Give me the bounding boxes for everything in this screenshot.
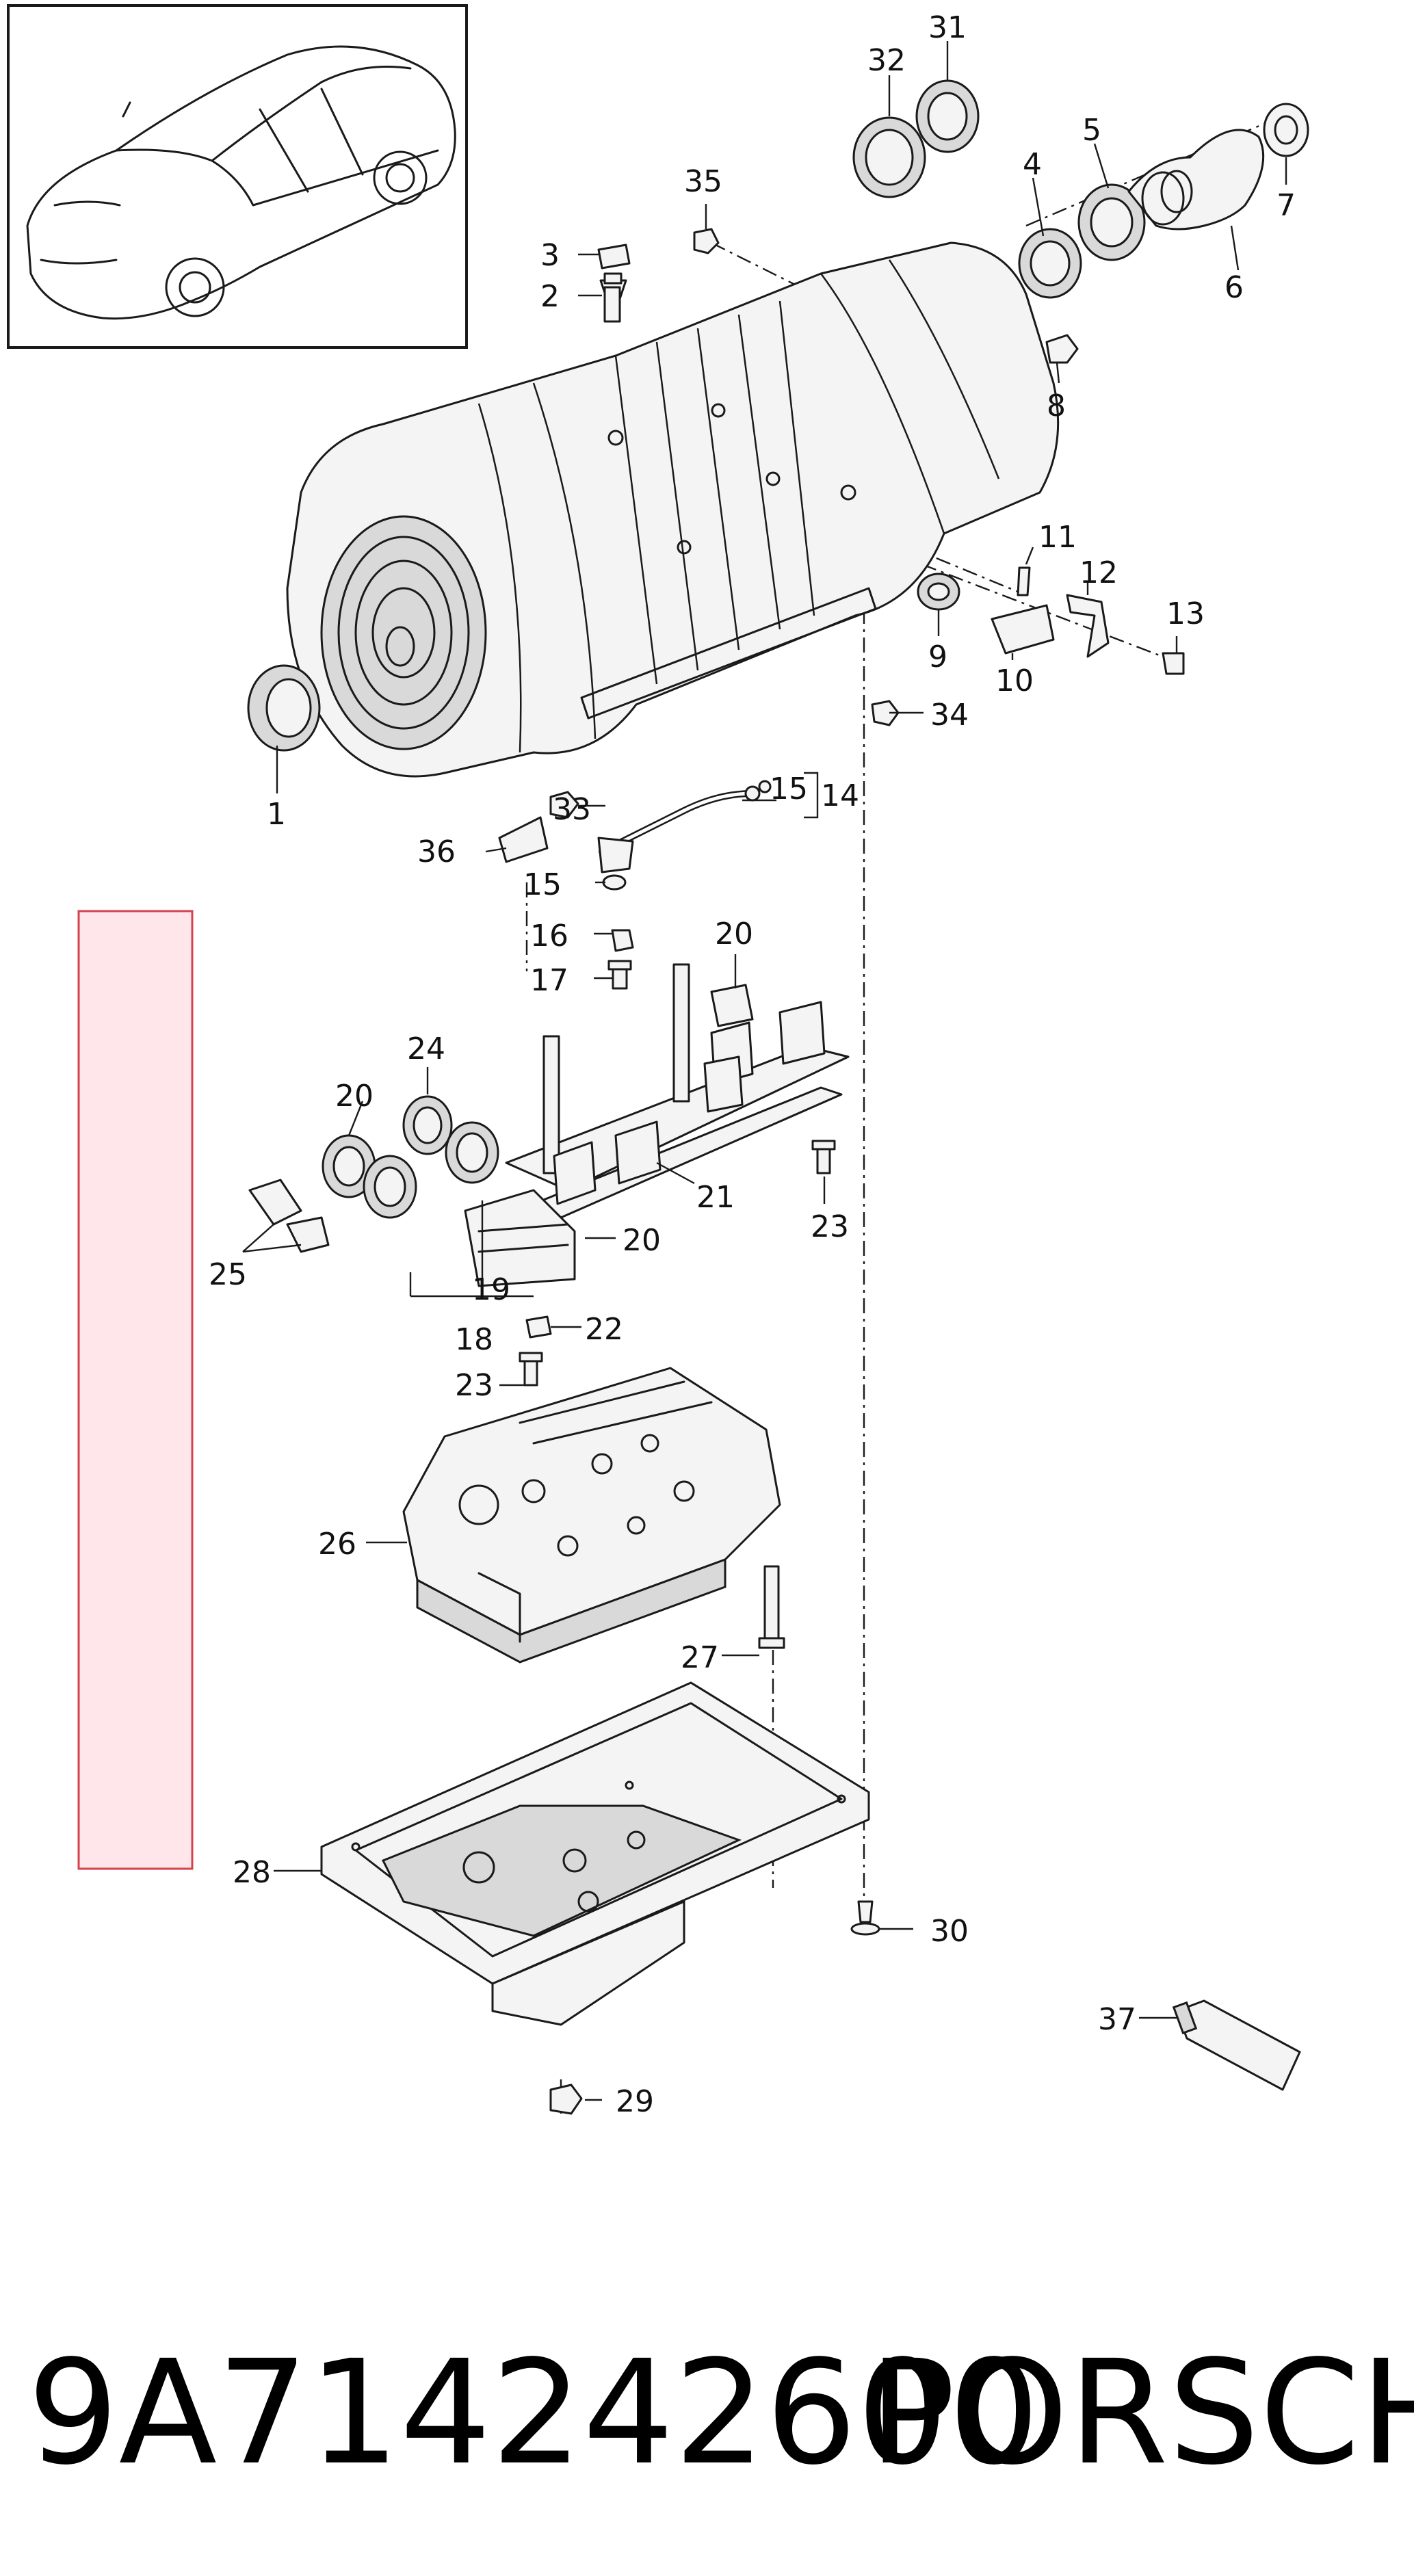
nut-8-35 [693,228,1079,364]
callout-24: 24 [407,1031,445,1066]
callout-11: 11 [1038,520,1077,555]
clips-25 [248,1179,330,1253]
callout-3: 3 [540,238,560,273]
callout-30: 30 [930,1914,969,1949]
callout-19: 19 [472,1272,510,1307]
sealant-tube [1172,1999,1301,2091]
callout-13: 13 [1166,596,1205,631]
bolt-2-3 [597,244,631,323]
callout-36: 36 [417,834,456,869]
clip-16-bolt-17 [607,929,634,990]
callout-20b: 20 [335,1079,374,1114]
callout-1: 1 [267,797,286,832]
bolt-29-30 [549,1900,880,2115]
part-number: 9A714242600 [27,2329,1040,2497]
wiring-harness [322,963,850,1287]
callout-17: 17 [530,963,568,998]
car-illustration [26,45,456,320]
callout-23a: 23 [811,1209,849,1244]
leader-lines [242,41,1287,2101]
callout-4: 4 [1023,147,1042,182]
callout-32: 32 [867,43,906,78]
callout-27: 27 [681,1640,719,1675]
bolt-27 [758,1565,785,1649]
callout-9: 9 [928,640,947,674]
bolts-22-23 [519,1140,836,1386]
callout-20a: 20 [715,917,753,951]
callout-14: 14 [821,778,859,813]
seals-4-5 [1018,183,1146,299]
callout-33: 33 [553,792,591,827]
oil-pipe-14-15 [597,780,772,891]
callout-6: 6 [1225,270,1244,305]
callout-16: 16 [530,919,568,954]
oil-pan [320,1681,870,2026]
seal-1 [247,664,321,752]
selector-parts-9-13 [917,566,1185,675]
callout-22: 22 [585,1312,623,1347]
callout-15a: 15 [770,772,808,806]
callout-21: 21 [696,1180,735,1215]
nut-7 [1263,103,1309,157]
callout-31: 31 [928,10,967,45]
valve-body [402,1367,781,1664]
callout-34: 34 [930,698,969,733]
callout-labels: 1 2 3 4 5 6 7 8 9 10 11 12 13 14 15 15 1… [209,10,1296,2119]
flange-6 [1127,129,1265,231]
callout-12: 12 [1079,555,1118,590]
callout-5: 5 [1082,113,1101,148]
callout-37: 37 [1098,2002,1136,2037]
callout-28: 28 [233,1855,271,1890]
nuts-33-34 [549,700,900,819]
brand-name: PORSCHE [869,2329,1414,2497]
callout-2: 2 [540,279,560,314]
vehicle-thumbnail [7,4,468,349]
callout-8: 8 [1047,389,1066,423]
callout-23b: 23 [455,1368,493,1403]
callout-15b: 15 [523,867,562,902]
transmission-housing [286,241,1060,778]
callout-18: 18 [455,1322,493,1357]
callout-26: 26 [318,1527,356,1562]
callout-25: 25 [209,1257,247,1292]
callout-10: 10 [995,663,1034,698]
callout-7: 7 [1276,188,1296,223]
callout-20c: 20 [623,1223,661,1258]
highlight-frame [77,910,194,1870]
bracket-36 [498,816,549,863]
callout-35: 35 [684,164,722,199]
seals-31-32 [852,79,980,198]
callout-29: 29 [616,2084,654,2119]
